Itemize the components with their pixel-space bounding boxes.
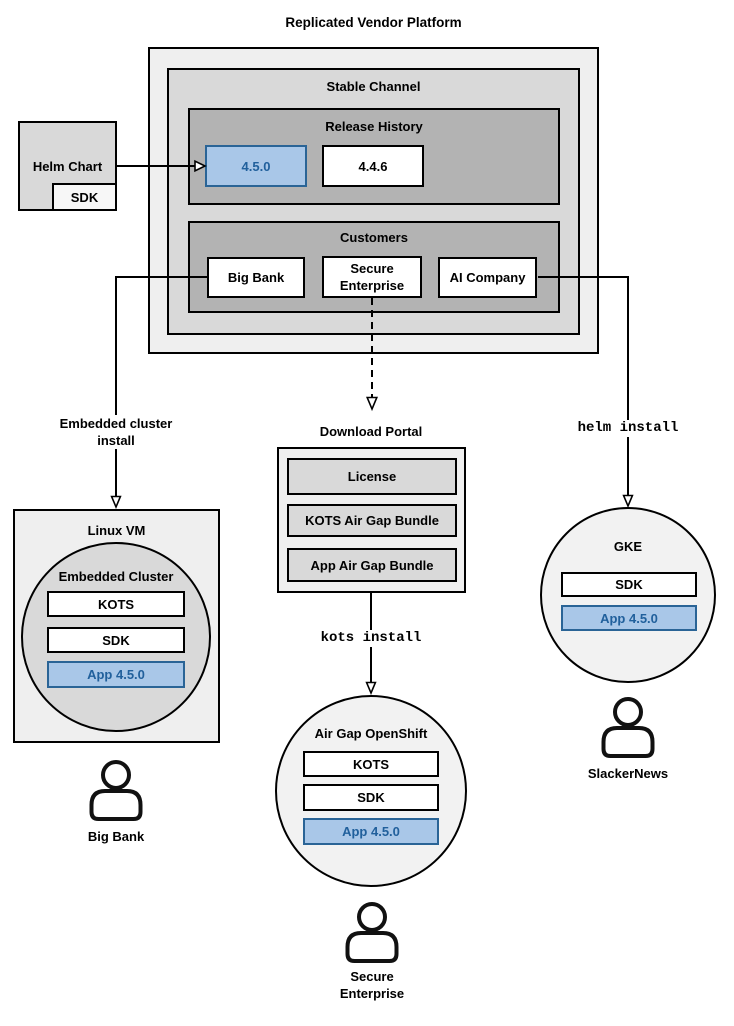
helm-install-label: helm install — [558, 420, 698, 437]
helm-chart-sdk-box: SDK — [52, 183, 117, 211]
airgap-openshift-kots: KOTS — [303, 751, 439, 777]
airgap-openshift-title: Air Gap OpenShift — [314, 726, 428, 741]
embedded-install-label-line2: install — [97, 433, 135, 448]
customer-big-bank: Big Bank — [207, 257, 305, 298]
customers-title: Customers — [340, 230, 408, 245]
linux-vm-title: Linux VM — [87, 523, 146, 538]
customer-secure-enterprise: Secure Enterprise — [322, 256, 422, 298]
embedded-cluster-app: App 4.5.0 — [47, 661, 185, 688]
user-body-icon — [345, 931, 399, 963]
release-4-5-0: 4.5.0 — [205, 145, 307, 187]
user-head-icon — [613, 697, 643, 727]
gke-app: App 4.5.0 — [561, 605, 697, 631]
big-bank-user-icon — [89, 760, 143, 821]
release-4-4-6: 4.4.6 — [322, 145, 424, 187]
embedded-cluster-kots: KOTS — [47, 591, 185, 617]
embedded-cluster-sdk: SDK — [47, 627, 185, 653]
slackernews-user-label: SlackerNews — [587, 766, 669, 781]
release-history-title: Release History — [325, 119, 423, 134]
user-body-icon — [89, 789, 143, 821]
portal-item-kots-airgap-bundle: KOTS Air Gap Bundle — [287, 504, 457, 537]
gke-title: GKE — [613, 539, 643, 554]
portal-item-license: License — [287, 458, 457, 495]
customer-ai-company: AI Company — [438, 257, 537, 298]
user-body-icon — [601, 726, 655, 758]
stable-channel-title: Stable Channel — [326, 79, 421, 94]
user-head-icon — [101, 760, 131, 790]
slackernews-user-icon — [601, 697, 655, 758]
embedded-install-label-line1: Embedded cluster — [59, 416, 173, 431]
airgap-openshift-sdk: SDK — [303, 784, 439, 811]
kots-install-label: kots install — [301, 630, 441, 647]
secure-enterprise-user-icon — [345, 902, 399, 963]
embedded-install-label: Embedded cluster install — [46, 415, 186, 449]
diagram-title: Replicated Vendor Platform — [285, 15, 462, 30]
gke-sdk: SDK — [561, 572, 697, 597]
big-bank-user-label: Big Bank — [87, 829, 145, 844]
embedded-cluster-title: Embedded Cluster — [58, 569, 174, 584]
portal-item-app-airgap-bundle: App Air Gap Bundle — [287, 548, 457, 582]
download-portal-title: Download Portal — [319, 424, 423, 439]
arrowhead-down-portal-icon — [365, 396, 379, 412]
arrowhead-down-openshift-icon — [365, 681, 377, 696]
arrowhead-down-linux-icon — [110, 495, 122, 510]
airgap-openshift-app: App 4.5.0 — [303, 818, 439, 845]
user-head-icon — [357, 902, 387, 932]
arrowhead-down-gke-icon — [622, 494, 634, 509]
secure-enterprise-user-label: Secure Enterprise — [339, 969, 405, 1001]
